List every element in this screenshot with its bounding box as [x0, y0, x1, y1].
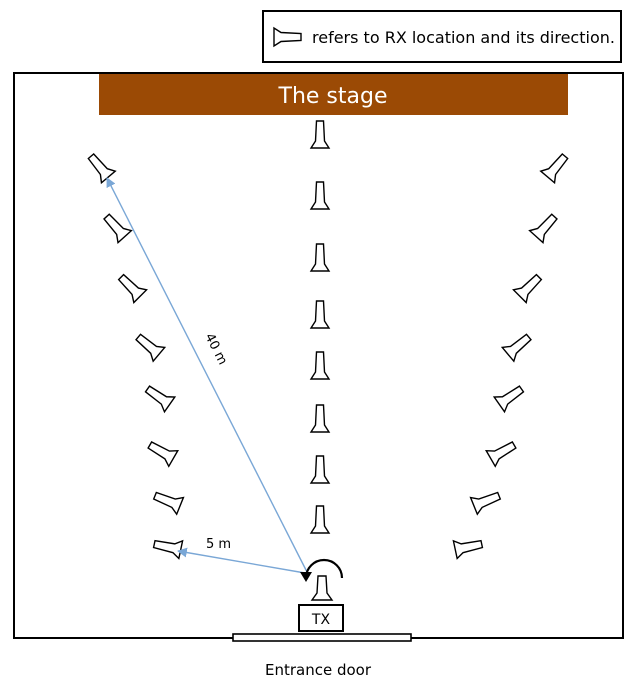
rx-receiver-icon — [469, 486, 504, 515]
door-frame — [232, 633, 412, 642]
rx-receiver-icon — [540, 149, 573, 184]
stage: The stage — [99, 74, 568, 115]
rx-receiver-icon — [310, 404, 330, 433]
rx-receiver-icon — [144, 436, 179, 467]
distance-arrows: 40 m 5 m — [106, 177, 308, 574]
rx-receiver-icon — [493, 380, 528, 413]
rotation-arrow-icon — [304, 558, 344, 579]
rotation-arrowhead-icon — [300, 572, 312, 582]
rx-receiver-icon — [310, 181, 330, 210]
rx-receiver-icon — [310, 505, 330, 534]
rx-receiver-icon — [310, 455, 330, 484]
rx-receiver-icon — [83, 149, 116, 184]
rx-receiver-icon — [150, 486, 185, 515]
distance-label-5m: 5 m — [206, 537, 231, 552]
distance-label-40m: 40 m — [201, 331, 230, 368]
rx-receiver-icon — [151, 534, 184, 560]
rx-receiver-icon — [114, 270, 148, 304]
rx-receiver-icon — [141, 380, 176, 413]
legend: refers to RX location and its direction. — [262, 10, 622, 63]
rx-receiver-icon — [131, 329, 166, 362]
tx-label: TX — [311, 612, 331, 628]
legend-box — [262, 10, 622, 63]
tx-box — [298, 604, 344, 632]
stage-block — [99, 74, 568, 115]
entrance-door: Entrance door — [232, 633, 412, 679]
rx-receiver-icon — [310, 120, 330, 149]
rx-center-column — [310, 120, 330, 534]
rx-receiver-icon — [310, 243, 330, 272]
arrow-5m — [177, 547, 306, 574]
door-label: Entrance door — [265, 661, 372, 679]
rx-left-arc — [83, 149, 185, 560]
arrow-40m — [106, 177, 308, 573]
rx-receiver-icon — [528, 209, 562, 244]
rx-receiver-icon — [485, 436, 520, 467]
tx-unit: TX — [298, 558, 344, 632]
rx-receiver-icon — [501, 329, 536, 362]
rx-receiver-icon — [512, 270, 546, 304]
legend-text: refers to RX location and its direction. — [312, 28, 615, 47]
rx-receiver-icon — [452, 534, 485, 560]
rx-right-arc — [452, 149, 573, 560]
rx-receiver-icon — [310, 300, 330, 329]
tx-antenna-icon — [310, 575, 334, 601]
stage-label: The stage — [278, 84, 388, 109]
rx-receiver-icon — [310, 351, 330, 380]
